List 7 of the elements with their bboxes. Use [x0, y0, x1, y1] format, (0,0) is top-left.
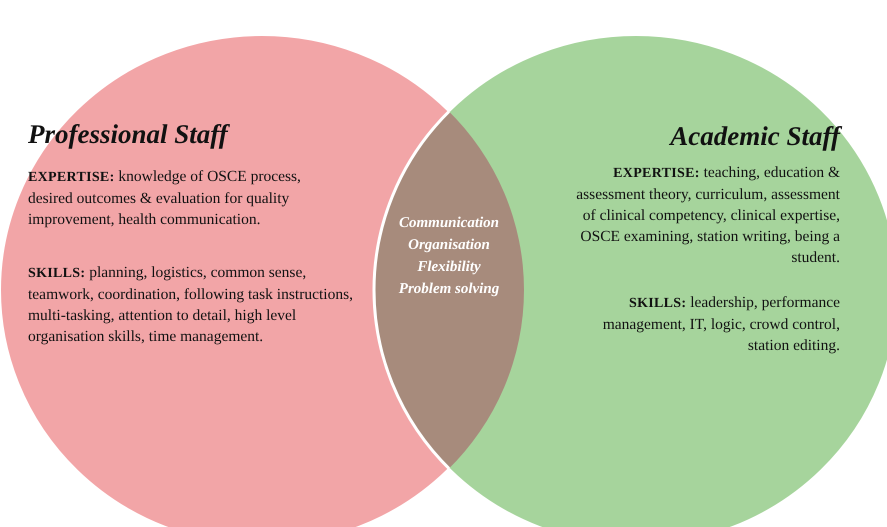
description-text: EXPERTISE: teaching, education & assessment theory, curriculum, assessment of clinical competency, clinical expertise, OSCE examining, station writing, being a student. — [575, 163, 840, 268]
circle-title: Academic Staff — [560, 120, 840, 152]
circle-title: Professional Staff — [28, 118, 231, 150]
description-text: EXPERTISE: knowledge of OSCE process, desired outcomes & evaluation for quality improvement, health communication. — [28, 167, 302, 230]
description-text: SKILLS: planning, logistics, common sense, teamwork, coordination, following task instructions, multi-tasking, attention to detail, high level organisation skills, time management. — [28, 263, 354, 347]
description-text: SKILLS: leadership, performance management, IT, logic, crowd control, station editing. — [602, 293, 840, 356]
shared-skills-text: Communication Organisation Flexibility Problem solving — [398, 214, 500, 299]
